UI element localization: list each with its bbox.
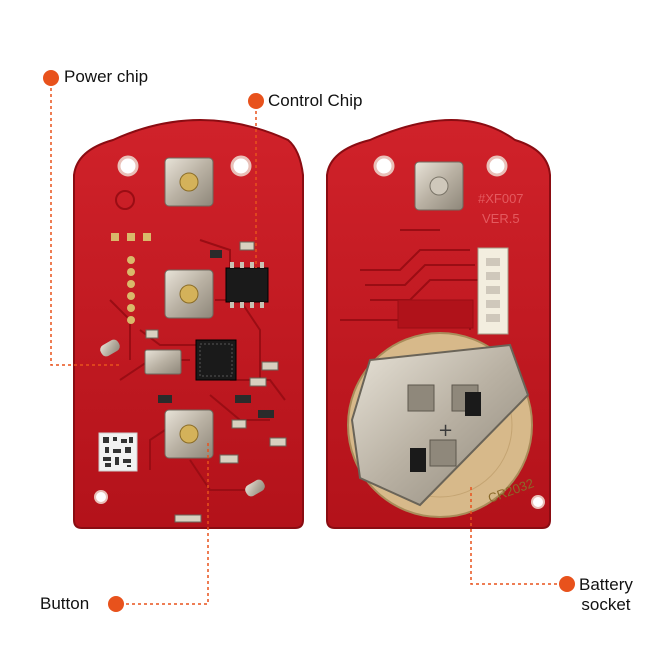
board-version-text: VER.5 bbox=[482, 211, 520, 226]
qr-label bbox=[98, 432, 138, 472]
mount-hole bbox=[486, 155, 508, 177]
callout-leader bbox=[50, 88, 120, 366]
callout-leader bbox=[470, 485, 557, 585]
callout-dot bbox=[43, 70, 59, 86]
battery-clip bbox=[350, 343, 530, 507]
label-power-chip: Power chip bbox=[64, 67, 149, 86]
logo-mark-icon bbox=[115, 190, 135, 210]
callout-control-chip bbox=[248, 93, 264, 268]
control-chip bbox=[225, 262, 269, 308]
tact-switch-middle bbox=[164, 269, 214, 319]
tact-switch-top bbox=[164, 157, 214, 207]
label-battery-socket-line1: Battery bbox=[579, 575, 633, 594]
tact-switch-bottom bbox=[164, 409, 214, 459]
pad-column bbox=[111, 233, 151, 324]
mount-hole bbox=[531, 495, 545, 509]
callout-button bbox=[108, 440, 209, 612]
front-board bbox=[73, 119, 304, 529]
power-chip bbox=[195, 339, 237, 381]
callout-battery-socket bbox=[470, 485, 575, 592]
crystal bbox=[144, 349, 182, 375]
mount-hole bbox=[94, 490, 108, 504]
label-control-chip: Control Chip bbox=[268, 91, 363, 110]
back-board: #XF007 VER.5 + CR2032 bbox=[326, 119, 551, 529]
callout-dot bbox=[108, 596, 124, 612]
passive-components bbox=[145, 241, 287, 523]
mount-hole bbox=[117, 155, 139, 177]
label-battery-socket: Battery socket bbox=[579, 575, 633, 615]
callout-power-chip bbox=[43, 70, 120, 366]
tact-switch-back bbox=[414, 161, 464, 211]
battery-socket: + bbox=[347, 332, 533, 518]
board-model-text: #XF007 bbox=[478, 191, 524, 206]
label-button: Button bbox=[40, 594, 90, 613]
battery-plus-icon: + bbox=[438, 420, 453, 441]
callout-dot bbox=[559, 576, 575, 592]
mount-hole bbox=[373, 155, 395, 177]
label-battery-socket-line2: socket bbox=[581, 595, 631, 614]
callout-dot bbox=[248, 93, 264, 109]
pin-connector bbox=[477, 247, 509, 335]
diodes bbox=[100, 339, 265, 497]
mount-hole bbox=[230, 155, 252, 177]
copper-area bbox=[397, 299, 474, 329]
